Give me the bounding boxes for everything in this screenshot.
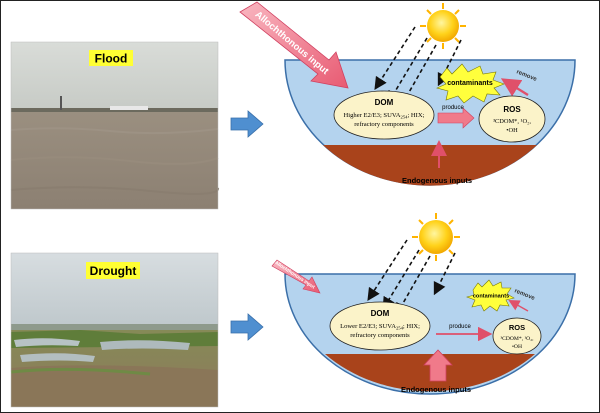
flood-ros-oval	[478, 95, 546, 143]
flood-produce-arrow	[437, 107, 475, 129]
flood-ros-title: ROS	[503, 105, 521, 114]
flood-right-arrow	[230, 110, 264, 138]
flood-contaminants-burst: contaminants	[436, 63, 505, 104]
drought-remove-arrow	[508, 299, 529, 312]
drought-tag-box	[86, 262, 140, 279]
flood-tag: Flood	[95, 52, 128, 66]
flood-tag-box	[89, 50, 133, 66]
flood-produce-label: produce	[442, 105, 464, 111]
drought-dom-title: DOM	[371, 309, 390, 318]
flood-dom-title: DOM	[375, 98, 394, 107]
drought-panel: Drought	[10, 213, 576, 408]
drought-right-arrow	[230, 313, 264, 341]
drought-dom-oval	[329, 301, 431, 351]
drought-contaminants-label: contaminants	[473, 294, 509, 300]
drought-dom-line2: refractory components	[350, 332, 410, 339]
flood-photo	[10, 41, 219, 210]
flood-dom-line1: Higher E2/E3; SUVA254; HIX;	[344, 112, 425, 120]
drought-dom-line1: Lower E2/E3; SUVA254; HIX;	[340, 323, 420, 331]
flood-sun-rays	[374, 26, 462, 113]
drought-ros-line2: •OH	[512, 344, 522, 350]
drought-ros-line1: ³CDOM*, ¹O₂,	[500, 336, 534, 342]
drought-endogenous-label: Endogenous inputs	[401, 385, 471, 394]
drought-produce-label: produce	[449, 324, 471, 330]
drought-endogenous-arrow	[423, 349, 453, 382]
flood-sun-icon	[420, 3, 466, 49]
flood-panel: Flood	[10, 1, 576, 210]
drought-ros-title: ROS	[509, 323, 525, 332]
flood-dom-line2: refractory components	[354, 121, 414, 128]
drought-tag: Drought	[90, 264, 137, 278]
flood-remove-arrow	[500, 78, 529, 97]
flood-endogenous-label: Endogenous inputs	[402, 176, 472, 185]
flood-ros-line2: •OH	[506, 127, 518, 134]
drought-ros-oval	[492, 317, 542, 355]
flood-dom-oval	[333, 90, 435, 140]
flood-sediment	[323, 145, 537, 186]
flood-ros-line1: ³CDOM*, ¹O₂,	[493, 118, 531, 125]
drought-sun-rays	[367, 239, 456, 317]
drought-contaminants-burst: contaminants	[466, 279, 515, 312]
flood-contaminants-label: contaminants	[447, 80, 493, 87]
drought-sun-icon	[412, 213, 460, 261]
